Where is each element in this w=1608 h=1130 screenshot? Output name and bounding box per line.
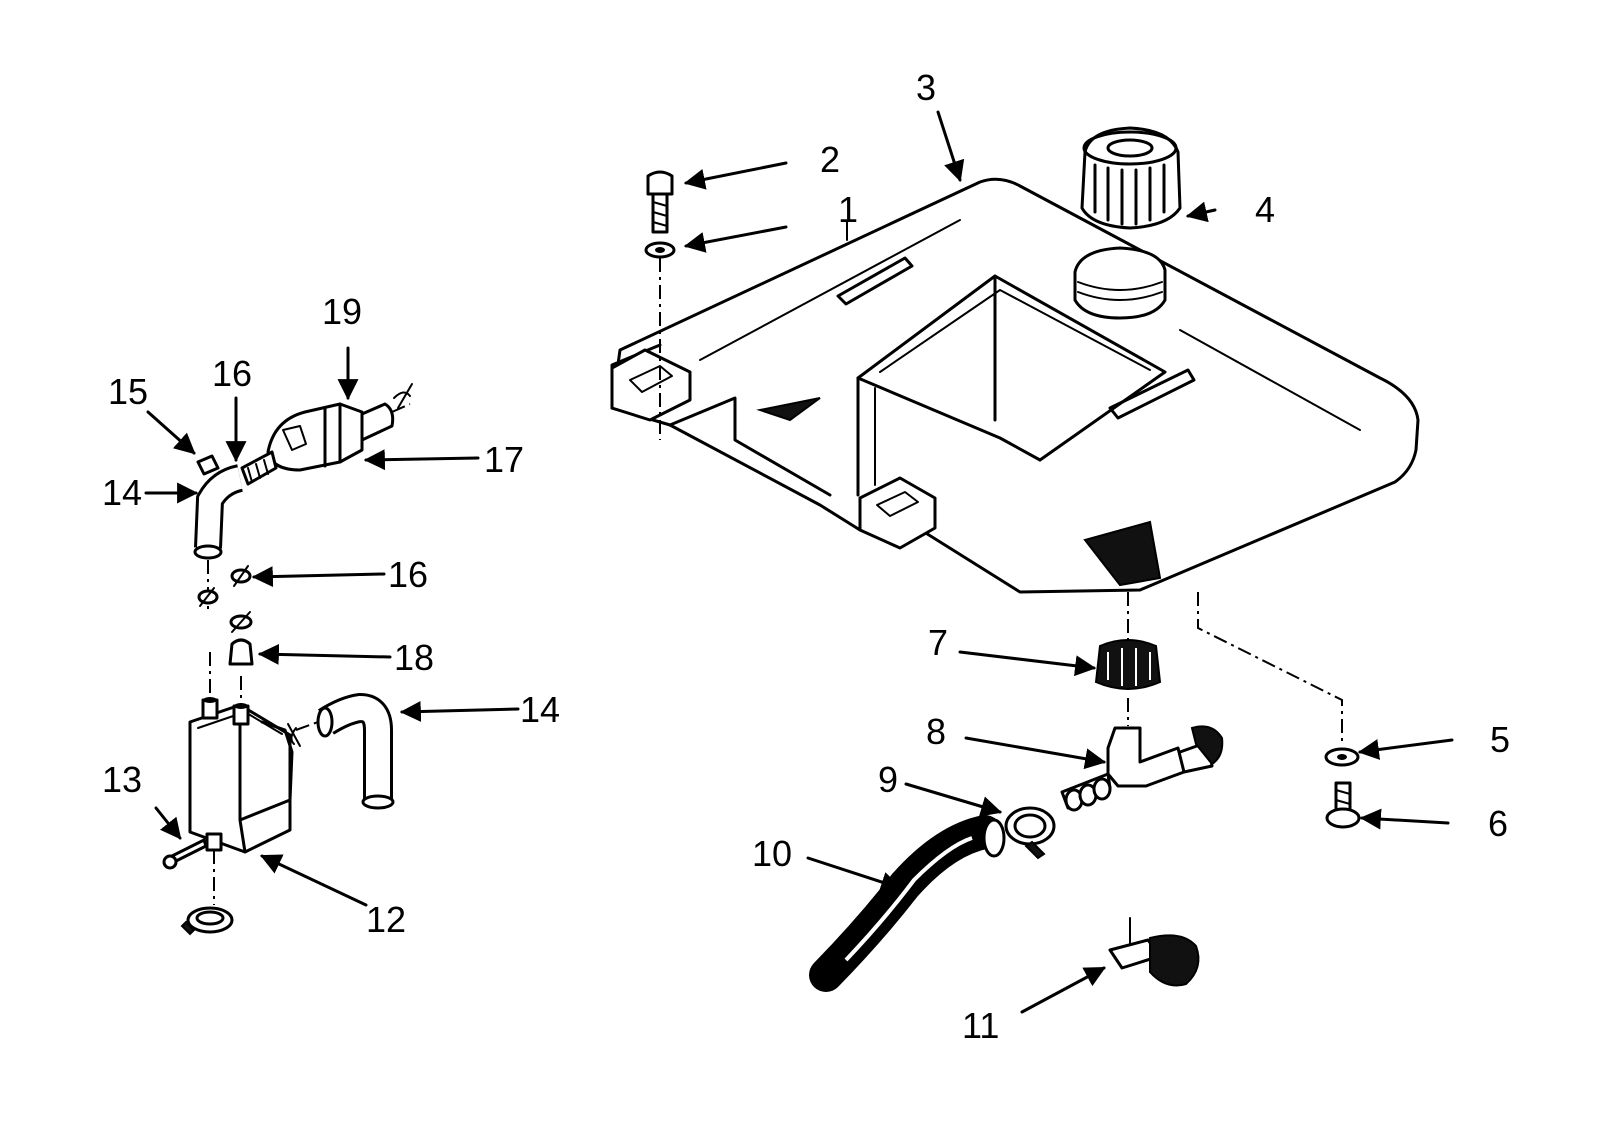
fuel-filter	[240, 383, 413, 486]
tank-screw	[644, 170, 676, 440]
elbow-hose-lower	[287, 692, 395, 810]
callout-4: 4	[1255, 189, 1275, 230]
callout-7: 7	[928, 622, 948, 663]
callout-18: 18	[394, 637, 434, 678]
callout-16-upper: 16	[212, 353, 252, 394]
small-clamps	[197, 565, 254, 666]
callout-19: 19	[322, 291, 362, 332]
drain-assembly	[1004, 592, 1224, 860]
callout-12: 12	[366, 899, 406, 940]
vapor-separator	[162, 652, 294, 936]
elbow-hose-upper	[193, 454, 244, 610]
fuel-tank	[610, 177, 1420, 594]
callout-11: 11	[962, 1005, 999, 1046]
callout-labels: 1 2 3 4 5 6 7 8 9 10 11 12 13 14 14 15 1…	[102, 67, 1510, 1046]
fuel-hose	[809, 815, 1006, 992]
callout-5: 5	[1490, 719, 1510, 760]
tank-bolt	[1197, 592, 1361, 829]
callout-8: 8	[926, 711, 946, 752]
callout-10: 10	[752, 833, 792, 874]
callout-2: 2	[820, 139, 840, 180]
leader-arrows	[144, 110, 1454, 1014]
filler-cap	[1080, 126, 1182, 230]
callout-15: 15	[108, 371, 148, 412]
callout-17: 17	[484, 439, 524, 480]
callout-9: 9	[878, 759, 898, 800]
callout-3: 3	[916, 67, 936, 108]
callout-16-lower: 16	[388, 554, 428, 595]
callout-14-upper: 14	[102, 472, 142, 513]
callout-6: 6	[1488, 803, 1508, 844]
callout-13: 13	[102, 759, 142, 800]
callout-1: 1	[838, 189, 858, 230]
callout-14-lower: 14	[520, 689, 560, 730]
hose-clip	[1108, 917, 1200, 987]
